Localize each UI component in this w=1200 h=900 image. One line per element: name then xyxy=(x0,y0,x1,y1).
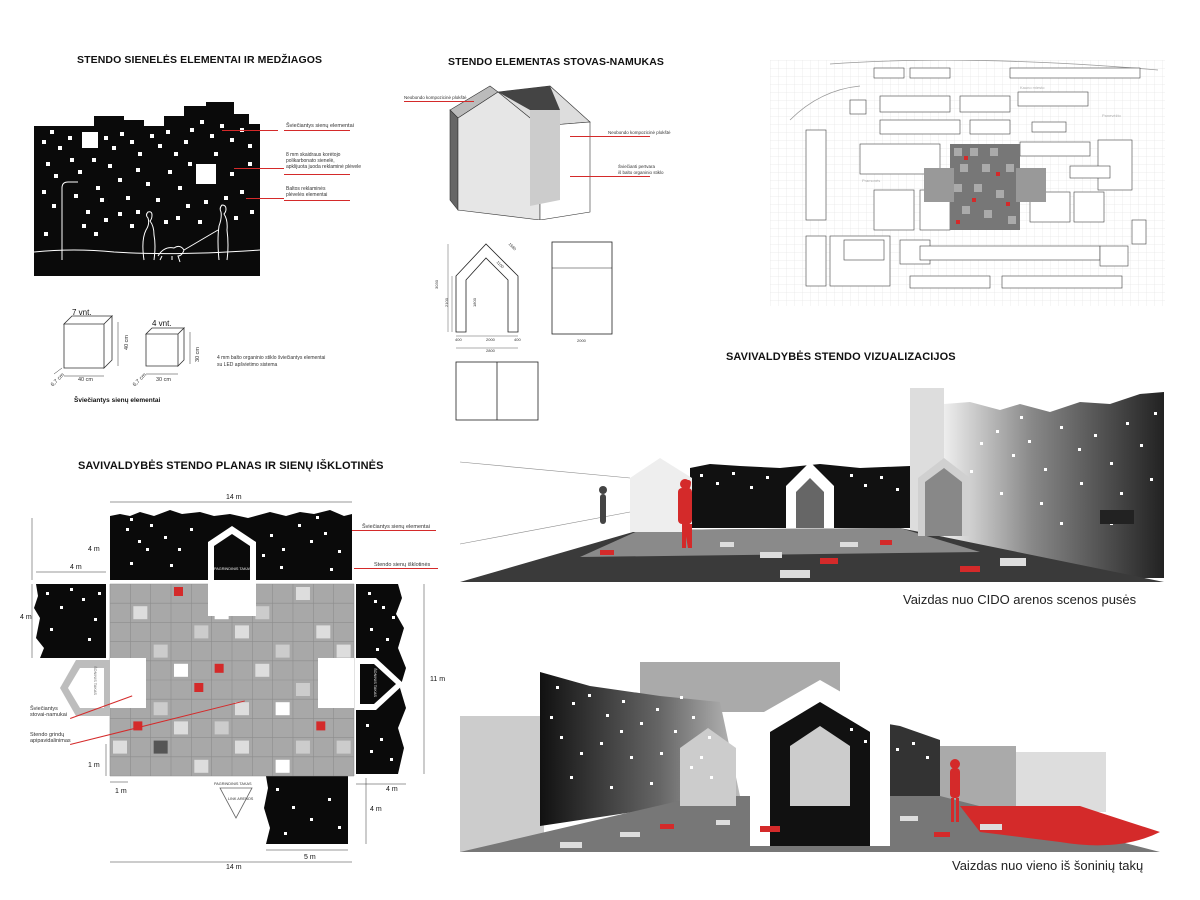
note-luminous-elements: Šviečiantys sienų elementai xyxy=(286,123,354,129)
house-callout-3 xyxy=(570,176,650,177)
plan-dim-top: 14 m xyxy=(226,494,242,501)
cube-caption: Šviečiantys sienų elementai xyxy=(74,397,161,404)
note-white-film-2: plėvelės elementai xyxy=(286,192,328,198)
house-side-elevation xyxy=(551,241,613,335)
visualization-view-1 xyxy=(460,388,1164,582)
cube-40-illustration xyxy=(53,315,119,377)
heading-plan: SAVIVALDYBĖS STENDO PLANAS IR SIENŲ IŠKL… xyxy=(78,460,384,472)
qty-cube-30: 4 vnt. xyxy=(152,319,172,328)
plan-dim-5m: 5 m xyxy=(304,854,316,861)
house-note-3a: Šviečianti pertvara xyxy=(618,164,656,169)
note-polycarbonate-3: apklijuota juoda reklaminė plėvele xyxy=(286,164,362,170)
callout-underline-3 xyxy=(284,200,350,201)
floorplan-label-1: Kauno miesto xyxy=(1020,85,1045,90)
house-callout-1 xyxy=(404,101,474,102)
callout-underline-2 xyxy=(284,174,350,175)
plan-note-stand-2: stovai-namukai xyxy=(30,712,67,718)
dim-2100: 2100 xyxy=(443,298,449,307)
wall-panel-illustration xyxy=(34,102,260,276)
note-polycarbonate-1: 8 mm skaidraus korėtojo xyxy=(286,152,341,158)
callout-line-1 xyxy=(222,130,278,131)
callout-line-2 xyxy=(234,168,284,169)
plan-dim-left-height: 4 m xyxy=(20,614,32,621)
heading-visualizations: SAVIVALDYBĖS STENDO VIZUALIZACIJOS xyxy=(726,351,956,363)
dim-2800: 2800 xyxy=(486,348,495,353)
plan-dim-4m-w: 4 m xyxy=(386,786,398,793)
dim-400b: 400 xyxy=(514,337,521,342)
plan-dim-1m-h: 1 m xyxy=(88,762,100,769)
plan-dim-1m-w: 1 m xyxy=(115,788,127,795)
house-plan-view xyxy=(455,361,539,421)
plan-note-stand-1: Šviečiantys xyxy=(30,706,58,712)
dim-cube30-width: 30 cm xyxy=(156,377,171,383)
plan-callout-elev xyxy=(354,568,438,569)
plan-note-floor-2: apipavidalinimas xyxy=(30,738,71,744)
plan-dim-4m-h: 4 m xyxy=(370,806,382,813)
house-note-2: Neobondo kompozicinė plokštė xyxy=(608,130,671,135)
plan-callout-walls xyxy=(352,530,436,531)
callout-underline-1 xyxy=(284,130,350,131)
plan-arrow-top-label: PAGRINDINIS TAKAS xyxy=(214,782,252,786)
dim-2000a: 2000 xyxy=(486,337,495,342)
dim-1800: 1800 xyxy=(471,298,477,307)
plan-dim-left-top: 4 m xyxy=(88,546,100,553)
house-callout-2 xyxy=(570,136,650,137)
cube-30-illustration xyxy=(145,327,191,375)
note-polycarbonate-2: polikarbonato sienelė, xyxy=(286,158,335,164)
dim-2000b: 2000 xyxy=(577,338,586,343)
plan-dim-left-width: 4 m xyxy=(70,564,82,571)
dim-cube40-width: 40 cm xyxy=(78,377,93,383)
plan-house-left-label: ŠONINIS TAKAS xyxy=(92,666,97,695)
visualization-view-2 xyxy=(460,662,1160,852)
venue-floor-plan xyxy=(770,60,1165,306)
stand-plan-drawing xyxy=(31,501,425,863)
plan-house-right-label: ŠONINIS TAKAS xyxy=(372,668,377,697)
heading-wall-elements: STENDO SIENELĖS ELEMENTAI IR MEDŽIAGOS xyxy=(77,54,323,66)
cube-desc-2: su LED apšvietimo sistema xyxy=(217,362,278,368)
plan-dim-right: 11 m xyxy=(430,676,446,683)
plan-house-top-label: PAGRINDINIS TAKAS xyxy=(214,567,252,571)
caption-view-2: Vaizdas nuo vieno iš šoninių takų xyxy=(952,858,1144,873)
heading-house-element: STENDO ELEMENTAS STOVAS-NAMUKAS xyxy=(448,56,665,68)
cube-desc-1: 4 mm balto organinio stiklo šviečiantys … xyxy=(217,355,326,361)
plan-note-elevations: Stendo sienų išklotinės xyxy=(374,562,431,568)
plan-note-floor-1: Stendo grindų xyxy=(30,732,65,738)
callout-line-3 xyxy=(246,198,284,199)
plan-arrow-mid-label: LINK ARENOS xyxy=(228,797,254,801)
house-note-1: Neobondo kompozicinė plokštė xyxy=(404,95,467,100)
qty-cube-40: 7 vnt. xyxy=(72,308,92,317)
plan-note-walls: Šviečiantys sienų elementai xyxy=(362,524,430,530)
dim-400a: 400 xyxy=(455,337,462,342)
note-white-film-1: Baltos reklaminės xyxy=(286,186,326,192)
dim-3030: 3030 xyxy=(433,280,439,289)
floorplan-label-3: Pramonės xyxy=(862,178,881,183)
house-front-elevation xyxy=(447,243,519,349)
floorplan-label-2: Panevėžio xyxy=(1102,113,1121,118)
dim-cube40-height: 40 cm xyxy=(123,335,130,350)
plan-dim-bottom: 14 m xyxy=(226,864,242,871)
dim-cube30-height: 30 cm xyxy=(194,347,201,362)
house-note-3b: iš balto organinio stiklo xyxy=(618,170,664,175)
caption-view-1: Vaizdas nuo CIDO arenos scenos pusės xyxy=(903,592,1137,607)
house-3d-illustration xyxy=(449,85,591,220)
